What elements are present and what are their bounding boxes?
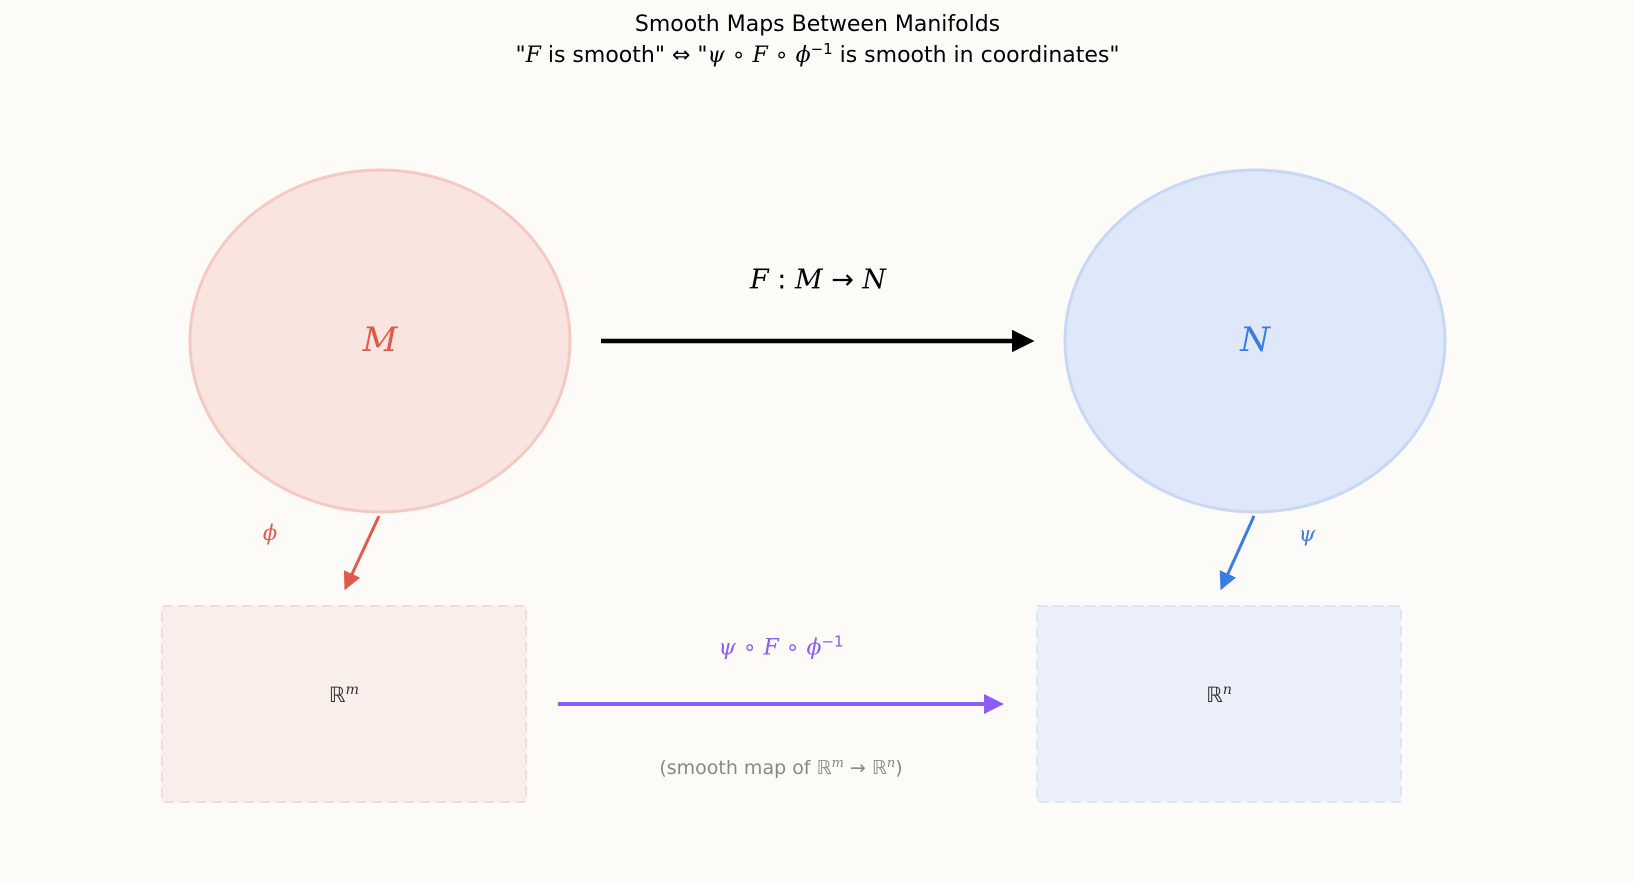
- chart-phi-arrow: [343, 515, 381, 591]
- coord-map-note: (smooth map of ℝm → ℝn): [659, 757, 902, 779]
- note-r2: ℝ: [871, 757, 887, 779]
- space-rm-exp: m: [345, 682, 360, 699]
- note-close: ): [895, 757, 903, 779]
- subtitle-compose: ∘: [724, 43, 753, 68]
- space-rn-box: [1036, 605, 1402, 803]
- note-m: m: [831, 755, 844, 771]
- space-rn-exp: n: [1222, 682, 1232, 699]
- subtitle-quote: ": [697, 43, 708, 68]
- manifold-n-label: N: [1240, 320, 1270, 360]
- subtitle-f: F: [525, 43, 541, 68]
- coord-map-inverse: −1: [821, 632, 844, 651]
- subtitle-f2: F: [752, 43, 768, 68]
- chart-phi-label: ϕ: [262, 521, 278, 545]
- subtitle-quote: ": [515, 43, 526, 68]
- manifold-m-label: M: [362, 320, 398, 360]
- note-n: n: [886, 755, 896, 771]
- coord-map-f: F: [763, 635, 779, 661]
- note-open: (smooth map of: [659, 757, 817, 779]
- chart-psi-label: ψ: [1298, 522, 1316, 546]
- subtitle-compose: ∘: [767, 43, 796, 68]
- subtitle-is-smooth: is smooth": [540, 43, 665, 68]
- subtitle-psi: ψ: [707, 43, 725, 68]
- map-f-domain: M: [794, 264, 823, 296]
- space-rm-box: [161, 605, 527, 803]
- subtitle-phi: ϕ: [795, 43, 811, 68]
- coord-map-phi: ϕ: [806, 635, 822, 661]
- chart-psi-arrow: [1219, 515, 1256, 591]
- subtitle-iff: ⇔: [671, 43, 691, 68]
- subtitle-tail: is smooth in coordinates": [832, 43, 1120, 68]
- map-f-colon: :: [768, 264, 795, 296]
- space-rn-base: ℝ: [1206, 683, 1223, 707]
- manifold-m-ellipse: [188, 168, 572, 514]
- coord-map-label: ψ ∘ F ∘ ϕ−1: [718, 634, 843, 661]
- manifold-n-ellipse: [1063, 168, 1447, 514]
- diagram-title: Smooth Maps Between Manifolds: [634, 12, 1001, 37]
- diagram-subtitle: "F is smooth" ⇔ "ψ ∘ F ∘ ϕ−1 is smooth i…: [0, 39, 1635, 68]
- space-rm-label: ℝm: [329, 683, 359, 707]
- space-rm-base: ℝ: [328, 683, 346, 707]
- coord-map-compose: ∘: [778, 635, 807, 661]
- subtitle-inverse: −1: [810, 39, 833, 58]
- coord-map-compose: ∘: [735, 635, 764, 661]
- map-f-arrow-symbol: →: [822, 264, 863, 296]
- map-f-label: F : M → N: [750, 265, 886, 296]
- coord-map-psi: ψ: [718, 635, 736, 661]
- map-f-symbol: F: [749, 264, 769, 296]
- note-arrow: →: [843, 757, 872, 779]
- note-r1: ℝ: [816, 757, 832, 779]
- space-rn-label: ℝn: [1206, 683, 1232, 707]
- map-f-codomain: N: [862, 264, 887, 296]
